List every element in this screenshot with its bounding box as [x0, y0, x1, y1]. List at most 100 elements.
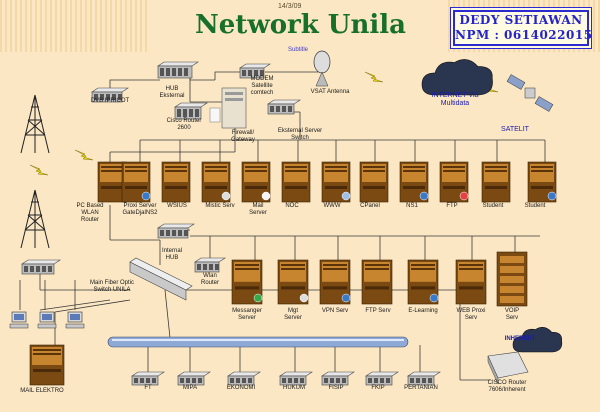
label-firewall: Firewall/Gateway: [231, 130, 255, 143]
cpanel-server-icon: [359, 161, 389, 203]
faculty-switch-icon-7: [407, 371, 441, 386]
wire-38: [164, 289, 171, 339]
dvb-ipricot-icon: [91, 87, 129, 103]
label-vpn: VPN Serv: [321, 308, 349, 314]
label-ftpserv: FTP Serv: [365, 308, 391, 314]
internet-cloud-icon: [421, 59, 493, 96]
wireless-bolt-icon-2: [74, 149, 94, 161]
label-ns1: NS1: [406, 203, 418, 209]
label-vsat: VSAT Antenna: [310, 89, 350, 95]
label-student2: Student: [524, 203, 546, 209]
student-server-icon-1: [481, 161, 511, 203]
satellite-icon: [506, 74, 554, 112]
label-ekonomi: EKONOMI: [226, 385, 256, 391]
inherent-cloud-icon: [512, 327, 563, 353]
label-elearning: E-Learning: [408, 308, 438, 314]
web-proxi-server-icon: [455, 259, 487, 305]
diagram-date: 14/3/09: [278, 3, 302, 10]
modem-satellite-icon: [239, 63, 271, 79]
cisco-router-7606-icon: [487, 351, 529, 385]
mistic-server-icon: [201, 161, 231, 203]
vsat-antenna-icon: [313, 50, 331, 87]
faculty-switch-icon-3: [227, 371, 261, 386]
pc-icon-3: [65, 311, 85, 329]
mgt-server-icon: [277, 259, 309, 305]
label-fisip: FISIP: [328, 385, 344, 391]
label-hukum: HUKUM: [283, 385, 305, 391]
label-noc: NOC: [285, 203, 299, 209]
label-inherent: INHERENT: [504, 336, 536, 342]
fiber-backbone-icon: [107, 336, 409, 348]
mail-elektro-server-icon: [29, 344, 65, 386]
faculty-switch-icon-5: [321, 371, 355, 386]
label-ftp: FTP: [446, 203, 458, 209]
label-dvb: DVB IPRICOT: [90, 98, 130, 104]
pc-icon-2: [37, 311, 57, 329]
wire-0: [109, 79, 160, 88]
label-www: WWW: [323, 203, 341, 209]
tower-icon-1: [20, 94, 50, 154]
wireless-bolt-icon-3: [364, 71, 384, 83]
faculty-switch-icon-1: [131, 371, 165, 386]
main-fiber-switch-icon: [129, 257, 193, 301]
diagram-title: Network Unila: [195, 10, 406, 40]
messanger-server-icon: [231, 259, 263, 305]
label-satelit: SATELIT: [501, 126, 529, 133]
ftp-server-icon: [439, 161, 469, 203]
faculty-switch-icon-2: [177, 371, 211, 386]
voip-server-icon: [496, 251, 528, 307]
wire-56: [54, 299, 131, 313]
diagram-subtitle: Subtitle: [288, 47, 309, 53]
label-cpanel: CPanel: [360, 203, 380, 209]
faculty-switch-icon-6: [365, 371, 399, 386]
author-npm: NPM : 0614022015: [455, 28, 593, 42]
author-name: DEDY SETIAWAN: [459, 13, 583, 27]
wsius-server-icon: [161, 161, 191, 203]
wireless-bolt-icon-1: [29, 164, 49, 176]
left-hub-icon: [21, 259, 61, 275]
label-fkip: FKIP: [371, 385, 385, 391]
cisco-router-2600-icon: [174, 102, 208, 120]
label-wsius: WSIUS: [167, 203, 187, 209]
vpn-server-icon: [319, 259, 351, 305]
proxi-server-icon: [121, 161, 151, 203]
www-server-icon: [321, 161, 351, 203]
student-server-icon-2: [527, 161, 557, 203]
author-box: DEDY SETIAWAN NPM : 0614022015: [453, 10, 593, 46]
eksternal-server-switch-icon: [267, 99, 301, 115]
label-mipa: MIPA: [182, 385, 198, 391]
ns1-server-icon: [399, 161, 429, 203]
wlan-router-icon: [194, 257, 226, 273]
hub-eksternal-icon: [157, 61, 199, 79]
label-mail-elektro: MAIL ELEKTRO: [20, 388, 64, 394]
label-ft: FT: [144, 385, 152, 391]
label-mistic: Mistic Serv: [205, 203, 235, 209]
label-pertanian: PERTANIAN: [404, 385, 438, 391]
noc-server-icon: [281, 161, 311, 203]
mail-server-icon: [241, 161, 271, 203]
internal-hub-icon: [157, 223, 195, 239]
label-student1: Student: [482, 203, 504, 209]
faculty-switch-icon-4: [279, 371, 313, 386]
firewall-gateway-icon: [209, 87, 247, 129]
tower-icon-2: [20, 189, 50, 249]
